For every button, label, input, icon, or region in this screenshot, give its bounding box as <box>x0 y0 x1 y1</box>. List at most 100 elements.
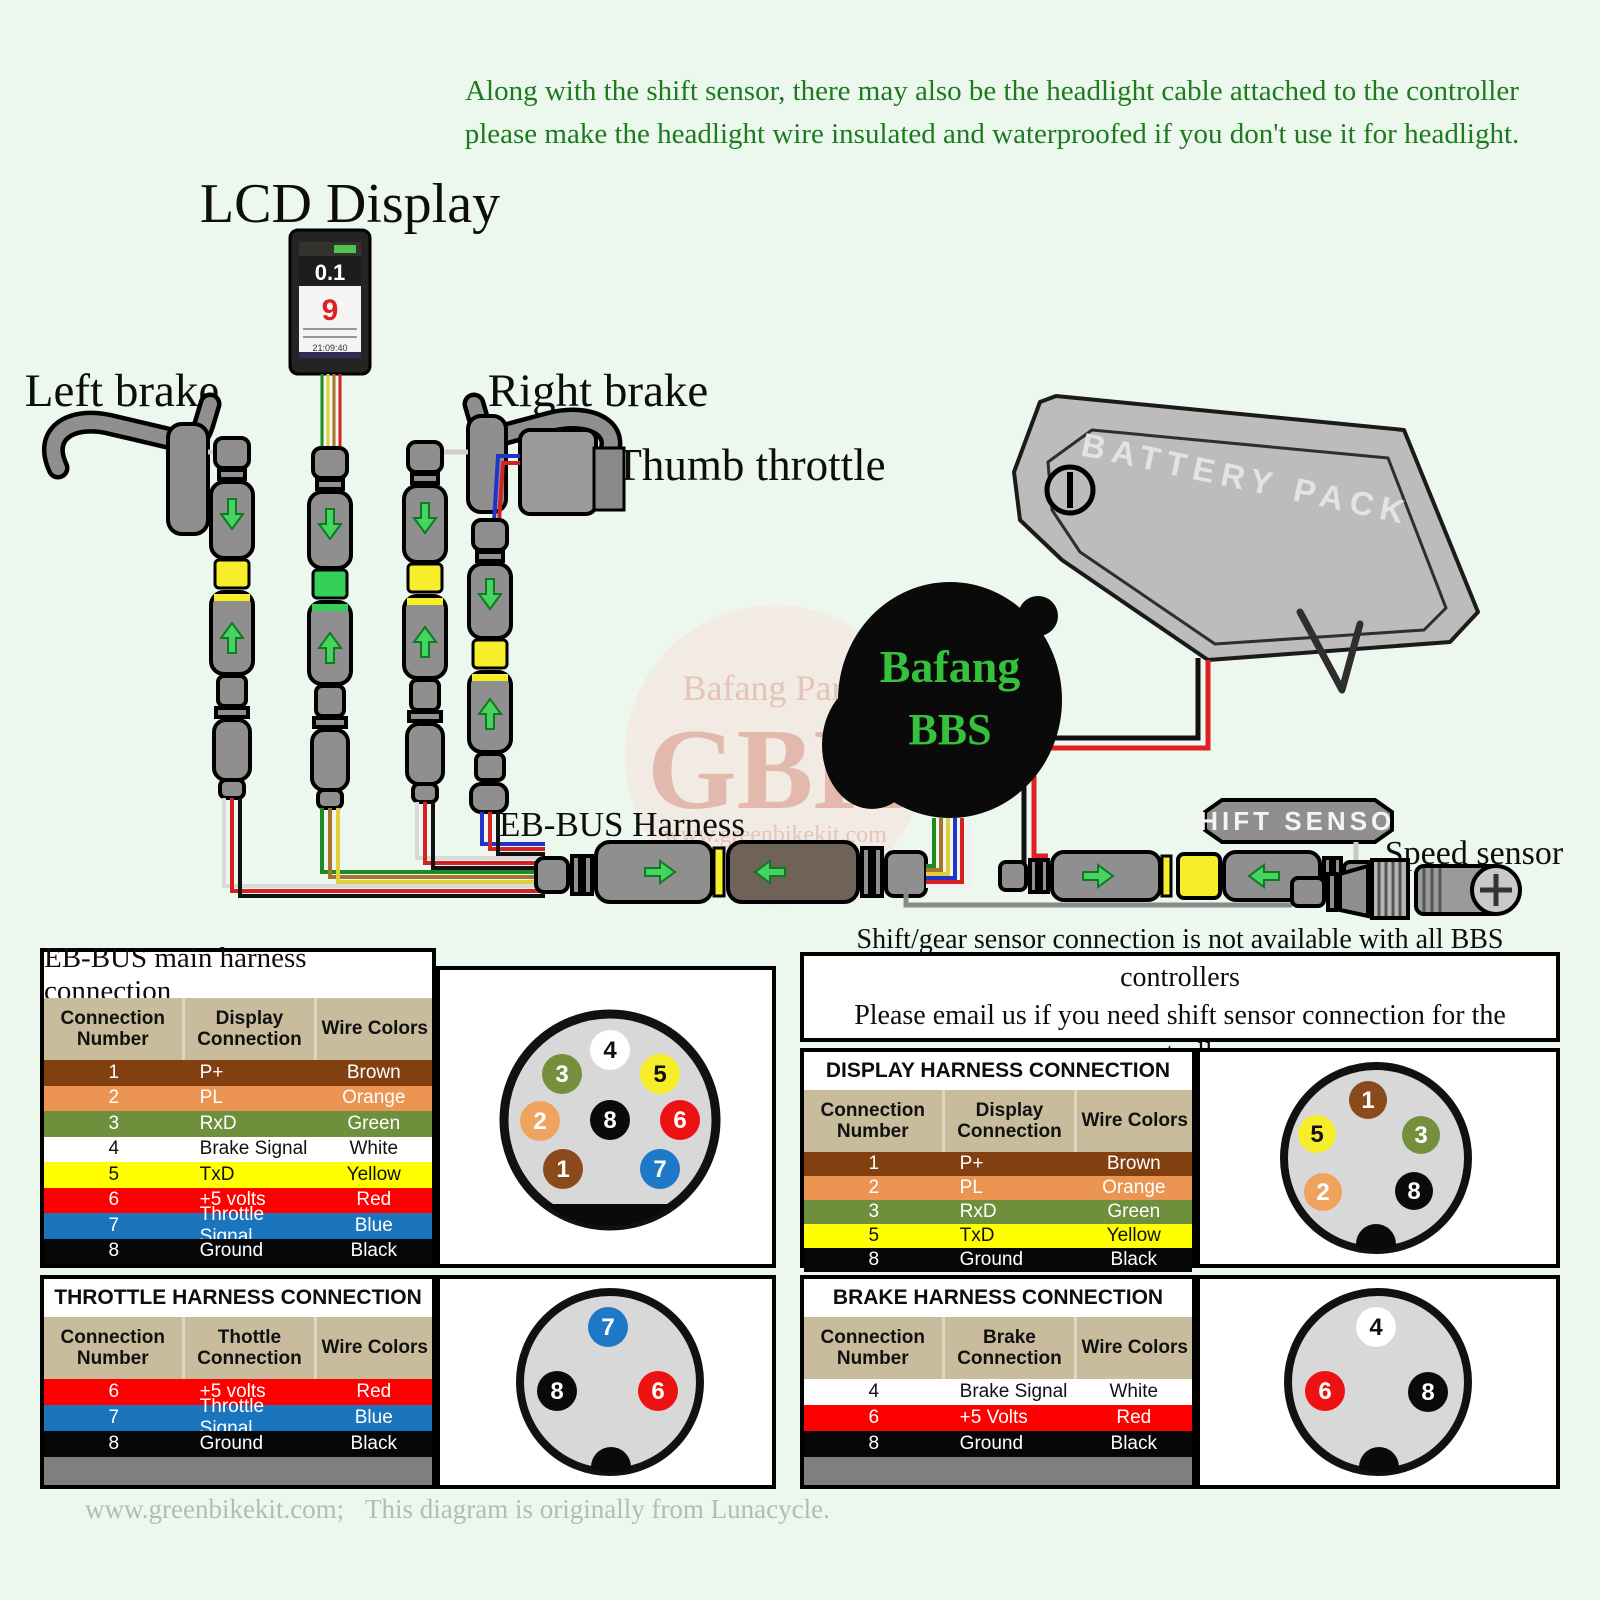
footer-site: www.greenbikekit.com; <box>85 1494 345 1524</box>
header-connection-number: Connection Number <box>60 1007 166 1050</box>
svg-text:2: 2 <box>533 1108 546 1135</box>
cell-num: 3 <box>868 1201 880 1222</box>
cell-color: Brown <box>1106 1153 1161 1174</box>
throttle-table-title: THROTTLE HARNESS CONNECTION <box>44 1279 432 1317</box>
svg-text:2: 2 <box>1316 1179 1329 1206</box>
brake-table-header: Connection Number Brake Connection Wire … <box>804 1317 1192 1379</box>
cell-color: Yellow <box>1106 1225 1161 1246</box>
svg-text:6: 6 <box>651 1378 664 1405</box>
cell-name: RxD <box>959 1201 997 1222</box>
display-connector-chain <box>307 446 353 810</box>
cell-num: 3 <box>108 1112 120 1134</box>
lcd-speed-value: 0.1 <box>315 260 346 285</box>
cell-num: 4 <box>868 1381 880 1402</box>
pin-8: 8 <box>590 1100 630 1140</box>
battery-pack: BATTERY PACK <box>1004 394 1480 877</box>
display-table-box: DISPLAY HARNESS CONNECTION Connection Nu… <box>800 1048 1196 1272</box>
shift-note-line1: Shift/gear sensor connection is not avai… <box>856 924 1504 994</box>
cell-color: Black <box>1110 1433 1157 1454</box>
right-brake-connector-chain <box>402 440 448 804</box>
cell-num: 6 <box>868 1407 880 1428</box>
footer-credit: This diagram is originally from Lunacycl… <box>365 1494 830 1524</box>
header-wire-colors: Wire Colors <box>314 998 432 1060</box>
ebbus-table-box: EB-BUS main harness connection Connectio… <box>40 942 436 1268</box>
header-connection-number: Connection Number <box>820 1099 926 1142</box>
pin-3: 3 <box>1402 1116 1440 1154</box>
cell-num: 8 <box>108 1433 120 1454</box>
cell-num: 2 <box>868 1177 880 1198</box>
cell-color: Red <box>356 1381 392 1402</box>
svg-text:8: 8 <box>1407 1178 1420 1205</box>
cell-color: Blue <box>354 1214 393 1236</box>
cell-name: +5 Volts <box>959 1407 1028 1428</box>
svg-text:6: 6 <box>1318 1378 1331 1405</box>
top-diagram: Along with the shift sensor, there may a… <box>25 75 1564 920</box>
shift-note-box: Shift/gear sensor connection is not avai… <box>800 924 1560 1069</box>
svg-text:4: 4 <box>603 1037 617 1064</box>
ebbus-harness-label: EB-BUS Harness <box>499 805 745 844</box>
cell-color: White <box>349 1138 399 1160</box>
throttle-pinout: 7 8 6 <box>516 1288 704 1476</box>
svg-text:8: 8 <box>1421 1379 1434 1406</box>
cell-color: Blue <box>354 1407 393 1428</box>
cell-name: Brake Signal <box>199 1138 308 1160</box>
table-filler <box>44 1457 432 1485</box>
lcd-assist-level: 9 <box>322 294 339 327</box>
thumb-throttle-label: Thumb throttle <box>614 440 885 490</box>
pin-3: 3 <box>542 1054 582 1094</box>
ebbus-harness-connector <box>534 818 971 904</box>
svg-text:7: 7 <box>653 1156 666 1183</box>
ebbus-table-title: EB-BUS main harness connection <box>44 942 432 1007</box>
pin-7: 7 <box>640 1149 680 1189</box>
brake-connector-panel: 4 6 8 <box>1196 1275 1560 1489</box>
cell-color: Green <box>1107 1201 1161 1222</box>
svg-text:7: 7 <box>601 1314 614 1341</box>
header-display-connection: Display Connection <box>181 998 315 1060</box>
throttle-table-box: THROTTLE HARNESS CONNECTION Connection N… <box>40 1275 436 1489</box>
pin-4: 4 <box>1356 1307 1396 1347</box>
svg-text:5: 5 <box>653 1061 666 1088</box>
cell-color: Orange <box>1102 1177 1166 1198</box>
bafang-label-line1: Bafang <box>880 641 1021 692</box>
svg-text:5: 5 <box>1310 1121 1323 1148</box>
svg-text:1: 1 <box>1361 1087 1374 1114</box>
cell-color: Yellow <box>346 1163 401 1185</box>
throttle-table-header: Connection Number Thottle Connection Wir… <box>44 1317 432 1379</box>
pin-8: 8 <box>537 1371 577 1411</box>
cell-color: Black <box>350 1433 397 1454</box>
left-brake-label: Left brake <box>25 365 219 417</box>
cell-color: Green <box>347 1112 401 1134</box>
cell-num: 5 <box>108 1163 120 1185</box>
pin-6: 6 <box>1305 1371 1345 1411</box>
display-pinout: 1 5 3 2 8 <box>1280 1062 1472 1254</box>
pin-7: 7 <box>588 1307 628 1347</box>
cell-num: 7 <box>108 1407 120 1428</box>
left-brake-connector-chain <box>209 436 255 800</box>
headlight-note-line2: please make the headlight wire insulated… <box>465 118 1520 150</box>
headlight-note-line1: Along with the shift sensor, there may a… <box>465 75 1519 107</box>
header-throttle-connection: Thottle Connection <box>181 1317 315 1379</box>
cell-color: Red <box>1116 1407 1152 1428</box>
lcd-display-label: LCD Display <box>200 173 500 235</box>
svg-text:1: 1 <box>556 1156 569 1183</box>
lcd-battery-indicator <box>334 245 356 253</box>
cell-num: 7 <box>108 1214 120 1236</box>
pin-6: 6 <box>638 1371 678 1411</box>
brake-table-box: BRAKE HARNESS CONNECTION Connection Numb… <box>800 1275 1196 1489</box>
header-brake-connection: Brake Connection <box>941 1317 1075 1379</box>
brake-pinout: 4 6 8 <box>1284 1288 1472 1476</box>
cell-name: P+ <box>959 1153 984 1174</box>
